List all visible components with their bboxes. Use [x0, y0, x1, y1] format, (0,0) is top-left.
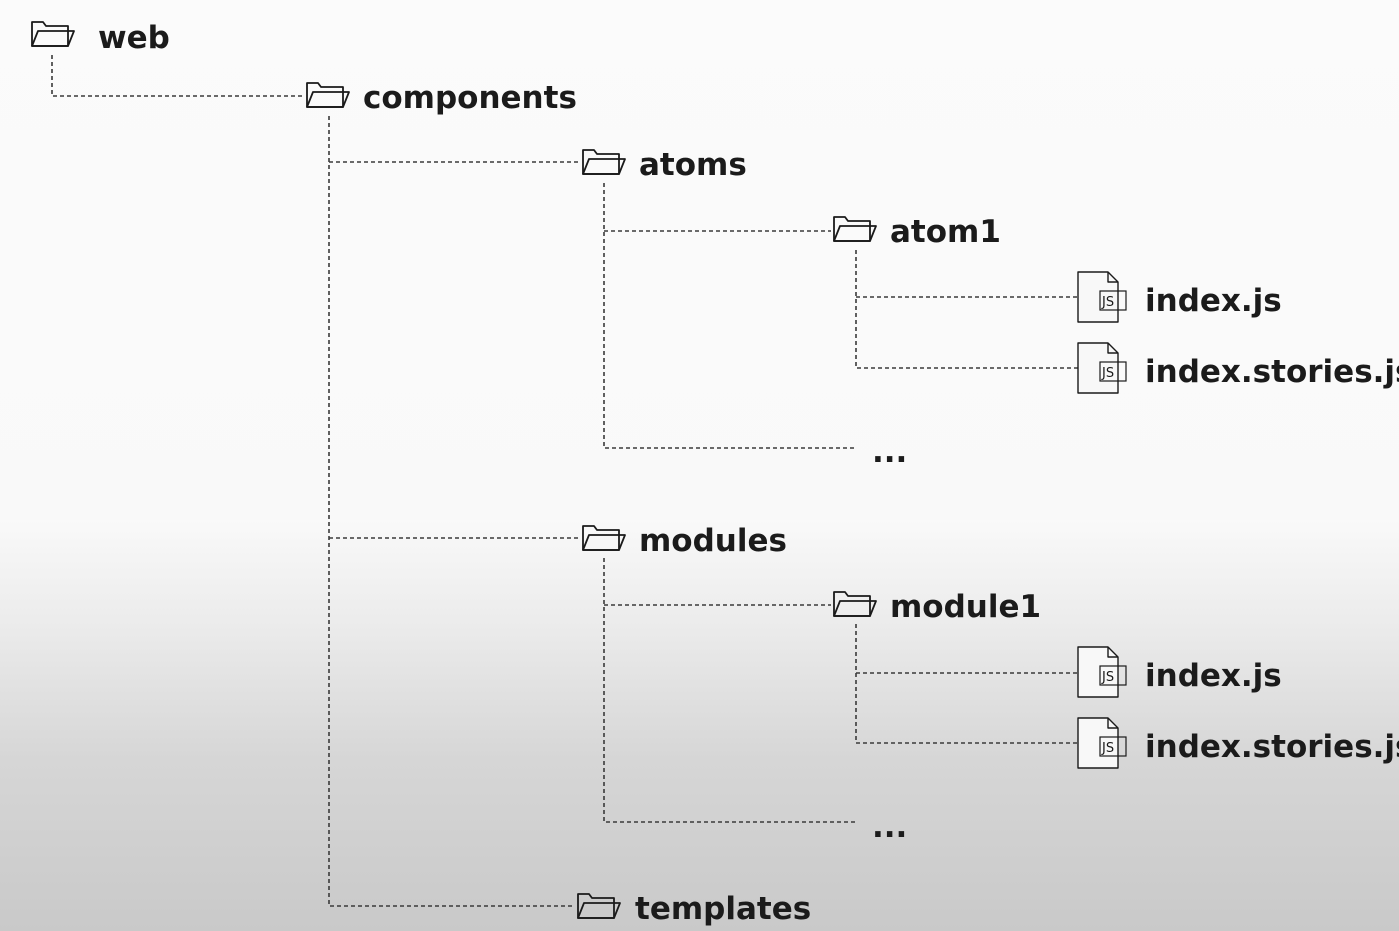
js-file-icon [1077, 342, 1127, 394]
file-label-index-stories-js: index.stories.js [1145, 729, 1399, 765]
folder-icon [582, 525, 626, 551]
connector-web-components [51, 55, 303, 97]
js-file-icon [1077, 646, 1127, 698]
node-label-modules: modules [639, 523, 787, 559]
node-label-components: components [363, 80, 577, 116]
tree-file-atom1-index-stories-js[interactable]: index.stories.js [1077, 342, 1399, 394]
node-label-templates: templates [635, 891, 811, 927]
connector-module1-trunk [855, 624, 1078, 744]
tree-node-module1[interactable]: module1 [833, 589, 1041, 625]
node-label-atom1: atom1 [890, 214, 1001, 250]
tree-node-atoms[interactable]: atoms [582, 147, 747, 183]
folder-icon [833, 591, 877, 617]
file-label-index-stories-js: index.stories.js [1145, 354, 1399, 390]
tree-file-atom1-index-js[interactable]: index.js [1077, 271, 1282, 323]
tree-node-web[interactable]: web [31, 20, 170, 56]
folder-icon [577, 893, 621, 919]
tree-node-components[interactable]: components [306, 80, 577, 116]
tree-node-atom1[interactable]: atom1 [833, 214, 1001, 250]
tree-file-module1-index-stories-js[interactable]: index.stories.js [1077, 717, 1399, 769]
connector-modules-trunk [603, 558, 857, 823]
more-items-ellipsis: ... [872, 809, 907, 845]
folder-icon [833, 216, 877, 242]
js-file-icon [1077, 717, 1127, 769]
file-label-index-js: index.js [1145, 658, 1282, 694]
connector-components-trunk [328, 116, 574, 907]
folder-icon [306, 82, 350, 108]
folder-icon [31, 21, 75, 47]
tree-node-modules[interactable]: modules [582, 523, 787, 559]
more-items-ellipsis: ... [872, 434, 907, 470]
tree-file-module1-index-js[interactable]: index.js [1077, 646, 1282, 698]
node-label-atoms: atoms [639, 147, 747, 183]
connector-atoms-trunk [603, 183, 857, 449]
js-file-icon [1077, 271, 1127, 323]
connector-atom1-trunk [855, 250, 1078, 369]
folder-icon [582, 149, 626, 175]
tree-connectors [51, 55, 1078, 907]
node-label-module1: module1 [890, 589, 1041, 625]
file-label-index-js: index.js [1145, 283, 1282, 319]
node-label-web: web [98, 20, 170, 56]
tree-node-templates[interactable]: templates [577, 891, 811, 927]
